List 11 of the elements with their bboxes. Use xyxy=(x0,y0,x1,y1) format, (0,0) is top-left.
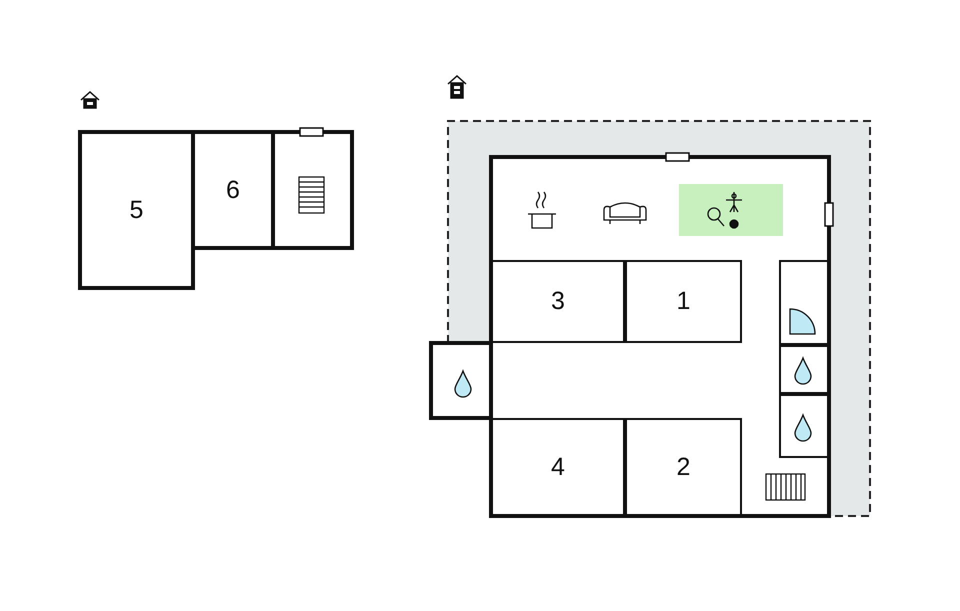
room-number: 2 xyxy=(676,452,690,482)
room-number: 6 xyxy=(226,176,240,204)
room xyxy=(491,418,625,516)
room-number: 4 xyxy=(551,452,565,482)
room xyxy=(491,260,625,343)
room-number: 5 xyxy=(130,196,144,224)
room xyxy=(193,132,273,248)
room-number: 1 xyxy=(676,287,690,316)
room xyxy=(625,418,742,516)
room-number: 3 xyxy=(551,287,565,316)
room xyxy=(625,260,742,343)
